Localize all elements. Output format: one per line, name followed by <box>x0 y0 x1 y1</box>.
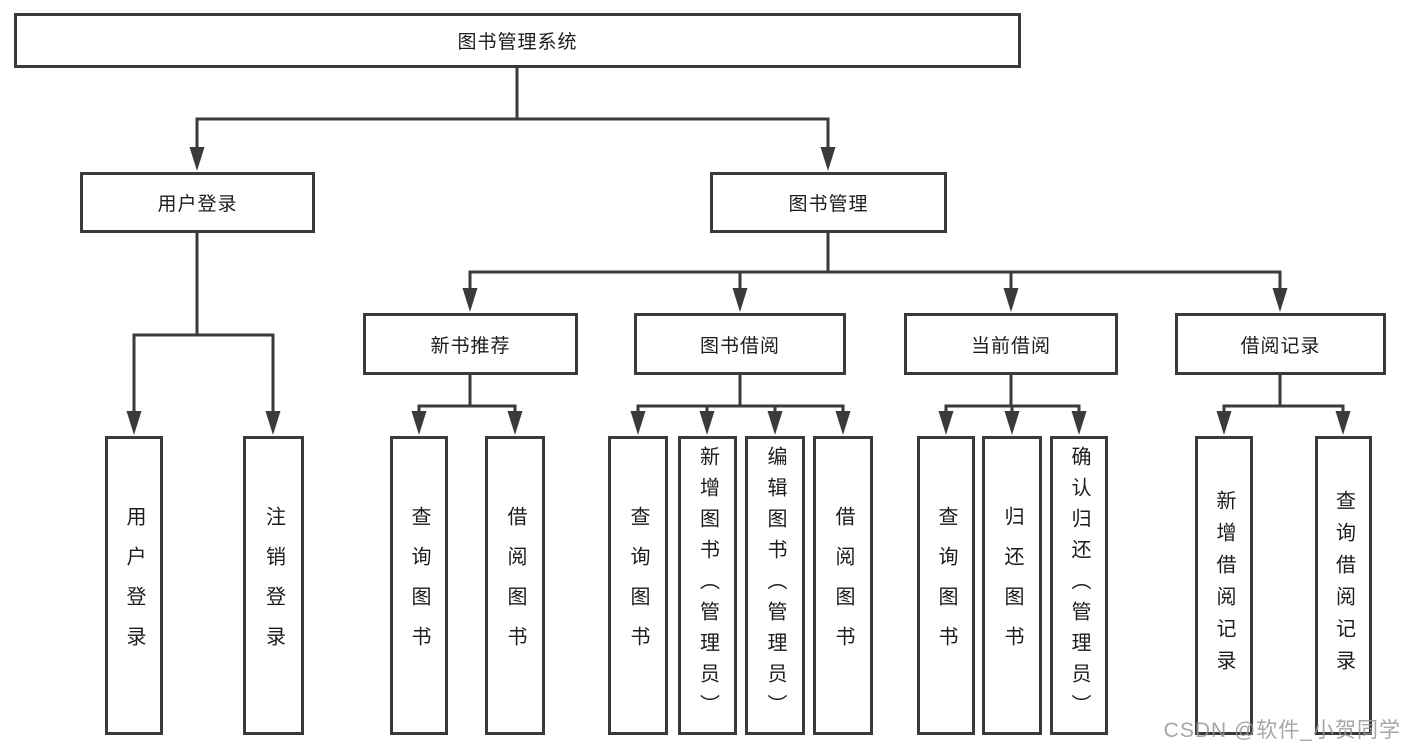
leaf-user-login: 用户登录 <box>105 436 163 735</box>
leaf-borrow-books: 借阅图书 <box>813 436 873 735</box>
node-borrowing-records: 借阅记录 <box>1175 313 1386 375</box>
leaf-borrow-books-recommend: 借阅图书 <box>485 436 545 735</box>
node-user-login-branch: 用户登录 <box>80 172 315 233</box>
node-new-book-recommend: 新书推荐 <box>363 313 578 375</box>
node-book-management-branch: 图书管理 <box>710 172 947 233</box>
leaf-query-books-current: 查询图书 <box>917 436 975 735</box>
leaf-query-books-recommend: 查询图书 <box>390 436 448 735</box>
node-root-library-system: 图书管理系统 <box>14 13 1021 68</box>
leaf-edit-books-admin: 编辑图书（管理员） <box>745 436 805 735</box>
csdn-watermark: CSDN @软件_小贺同学 <box>1163 719 1401 742</box>
node-current-borrowing: 当前借阅 <box>904 313 1118 375</box>
leaf-add-books-admin: 新增图书（管理员） <box>678 436 737 735</box>
leaf-return-books: 归还图书 <box>982 436 1042 735</box>
leaf-query-books-borrowing: 查询图书 <box>608 436 668 735</box>
leaf-query-borrow-record: 查询借阅记录 <box>1315 436 1372 735</box>
leaf-add-borrow-record: 新增借阅记录 <box>1195 436 1253 735</box>
node-book-borrowing: 图书借阅 <box>634 313 846 375</box>
leaf-logout: 注销登录 <box>243 436 304 735</box>
leaf-confirm-return-admin: 确认归还（管理员） <box>1050 436 1108 735</box>
